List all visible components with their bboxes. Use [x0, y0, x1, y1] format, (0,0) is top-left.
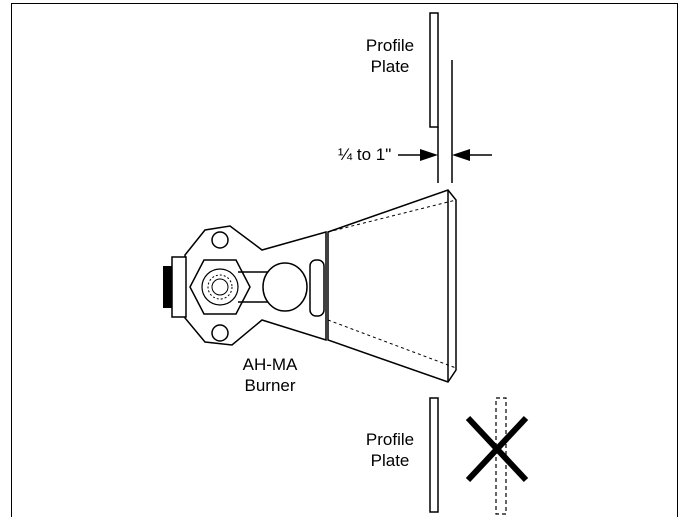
- mounting-hole-bottom: [211, 324, 229, 342]
- sight-glass: [262, 262, 308, 312]
- bottom-profile-plate: [429, 397, 439, 513]
- burner-cone: [327, 189, 457, 383]
- dimension-arrowhead-left: [420, 149, 438, 161]
- dimension-arrowhead-right: [452, 149, 470, 161]
- top-profile-plate: [429, 12, 439, 128]
- bottom-plate-label: Profile Plate: [365, 430, 415, 470]
- mounting-hole-top: [211, 231, 229, 249]
- burner-label: AH-MA Burner: [242, 355, 298, 395]
- x-mark-icon: [465, 415, 529, 483]
- top-plate-label: Profile Plate: [365, 36, 415, 76]
- diagram-frame: [11, 3, 678, 517]
- burner-body: [163, 225, 327, 346]
- gap-dimension-label: ¼ to 1": [338, 145, 392, 164]
